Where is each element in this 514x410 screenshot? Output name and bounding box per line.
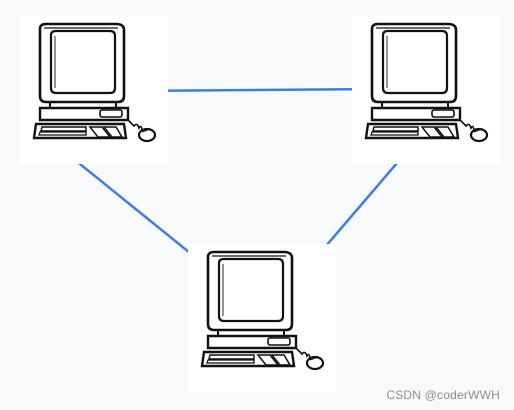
- link-top-left-top-right: [124, 87, 389, 93]
- computer-bottom: [186, 242, 338, 394]
- watermark: CSDN @coderWWH: [386, 388, 500, 402]
- desktop-computer-icon: [350, 14, 502, 166]
- computer-top-left: [18, 14, 170, 166]
- computer-top-right: [350, 14, 502, 166]
- desktop-computer-icon: [186, 242, 338, 394]
- desktop-computer-icon: [18, 14, 170, 166]
